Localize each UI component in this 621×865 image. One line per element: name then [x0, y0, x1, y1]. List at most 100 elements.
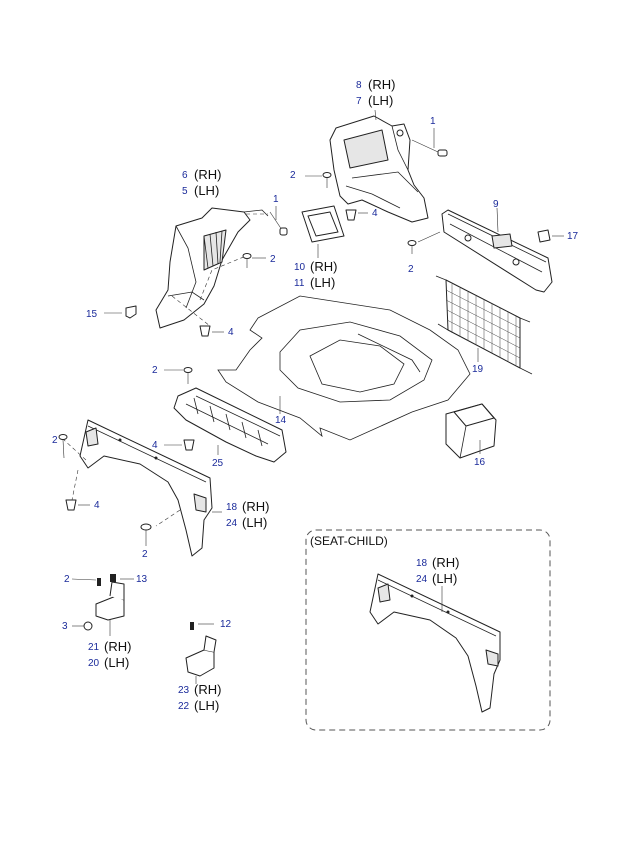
- callout-16: 16: [474, 457, 486, 468]
- callout-side: (RH): [194, 167, 221, 182]
- screw-2-lower[interactable]: [140, 523, 152, 546]
- callout-number: 4: [372, 208, 378, 219]
- callout-number: 2: [290, 170, 296, 181]
- callout-2: 2: [270, 254, 276, 265]
- callout-number: 2: [52, 435, 58, 446]
- callout-17: 17: [567, 231, 579, 242]
- callout-4: 4: [228, 327, 234, 338]
- screw-2-garnish[interactable]: [407, 231, 441, 254]
- callout-25: 25: [212, 458, 224, 469]
- callout-number: 22: [178, 701, 190, 712]
- callout-number: 2: [270, 254, 276, 265]
- callout-3: 3: [62, 621, 68, 632]
- clip-4-bracket[interactable]: [183, 439, 195, 451]
- storage-box[interactable]: [445, 403, 497, 459]
- callout-18-rh: 18(RH): [416, 555, 459, 570]
- callout-number: 18: [226, 502, 238, 513]
- callout-13: 13: [136, 574, 148, 585]
- callout-number: 2: [408, 264, 414, 275]
- callout-24-lh: 24(LH): [416, 571, 457, 586]
- callout-4: 4: [372, 208, 378, 219]
- callout-10-rh: 10 (RH): [294, 259, 337, 274]
- callout-number: 25: [212, 458, 224, 469]
- callout-2: 2: [52, 435, 58, 446]
- screw-2-left[interactable]: [242, 253, 252, 269]
- callout-number: 12: [220, 619, 232, 630]
- callout-number: 2: [64, 574, 70, 585]
- callout-number: 23: [178, 685, 190, 696]
- callout-6-rh: 6 (RH): [182, 167, 221, 182]
- callout-side: (RH): [104, 639, 131, 654]
- callout-5-lh: 5 (LH): [182, 183, 219, 198]
- rear-garnish[interactable]: [441, 209, 553, 293]
- callout-number: 3: [62, 621, 68, 632]
- bracket-panel-25[interactable]: [173, 387, 287, 463]
- callout-side: (LH): [194, 183, 219, 198]
- callout-number: 15: [86, 309, 98, 320]
- callout-7-lh: 7(LH): [356, 93, 393, 108]
- callout-number: 4: [94, 500, 100, 511]
- callout-2: 2: [290, 170, 296, 181]
- quarter-trim-lower[interactable]: [155, 207, 269, 329]
- wheelhouse-trim-seat-child[interactable]: [369, 573, 501, 713]
- luggage-net[interactable]: [435, 275, 533, 375]
- callout-number: 7: [356, 96, 362, 107]
- quarter-trim-upper[interactable]: [329, 115, 429, 223]
- callout-12: 12: [220, 619, 232, 630]
- clip-17[interactable]: [537, 229, 564, 243]
- callout-18-rh: 18 (RH): [226, 499, 269, 514]
- callout-21-rh: 21 (RH): [88, 639, 131, 654]
- callout-number: 17: [567, 231, 579, 242]
- clip-4-upper[interactable]: [345, 209, 368, 221]
- callout-side: (RH): [242, 499, 269, 514]
- callout-23-rh: 23 (RH): [178, 682, 221, 697]
- callout-side: (LH): [310, 275, 335, 290]
- bracket-20-21[interactable]: [95, 574, 125, 621]
- clip-1-top[interactable]: [411, 139, 448, 157]
- callout-number: 1: [430, 116, 436, 127]
- callout-15: 15: [86, 309, 98, 320]
- screw-2-bracket[interactable]: [183, 367, 193, 385]
- callout-side: (LH): [432, 571, 457, 586]
- callout-1: 1: [273, 194, 279, 205]
- callout-number: 6: [182, 170, 188, 181]
- wheelhouse-trim[interactable]: [79, 419, 213, 557]
- callout-number: 19: [472, 364, 484, 375]
- callout-4: 4: [94, 500, 100, 511]
- nut-3[interactable]: [83, 621, 93, 631]
- luggage-floor-mat[interactable]: [217, 295, 471, 441]
- callout-number: 4: [152, 440, 158, 451]
- callout-2: 2: [64, 574, 70, 585]
- callout-11-lh: 11 (LH): [294, 275, 335, 290]
- callout-14: 14: [275, 415, 287, 426]
- callout-2: 2: [152, 365, 158, 376]
- callout-side: (LH): [242, 515, 267, 530]
- callout-side: (LH): [104, 655, 129, 670]
- callout-9: 9: [493, 199, 499, 210]
- screw-2-upper[interactable]: [322, 172, 332, 189]
- callout-number: 18: [416, 558, 428, 569]
- callout-8-rh: 8(RH): [356, 77, 395, 92]
- bracket-22-23[interactable]: [185, 622, 217, 677]
- callout-number: 24: [226, 518, 238, 529]
- callout-side: (LH): [194, 698, 219, 713]
- screw-2-wheelhouse[interactable]: [58, 434, 68, 459]
- callout-number: 5: [182, 186, 188, 197]
- callout-side: (RH): [310, 259, 337, 274]
- callout-20-lh: 20(LH): [88, 655, 129, 670]
- clip-4-wheelhouse[interactable]: [65, 499, 90, 511]
- inset-title: (SEAT-CHILD): [310, 534, 388, 548]
- callout-19: 19: [472, 364, 484, 375]
- callout-number: 10: [294, 262, 306, 273]
- clip-1-left[interactable]: [269, 211, 288, 236]
- clip-15[interactable]: [104, 305, 137, 319]
- callout-number: 16: [474, 457, 486, 468]
- seal-frame[interactable]: [301, 205, 345, 243]
- clip-4-left[interactable]: [199, 325, 224, 337]
- callout-1: 1: [430, 116, 436, 127]
- callout-number: 1: [273, 194, 279, 205]
- callout-number: 11: [294, 278, 305, 289]
- callout-number: 9: [493, 199, 499, 210]
- callout-side: (RH): [194, 682, 221, 697]
- callout-number: 21: [88, 642, 100, 653]
